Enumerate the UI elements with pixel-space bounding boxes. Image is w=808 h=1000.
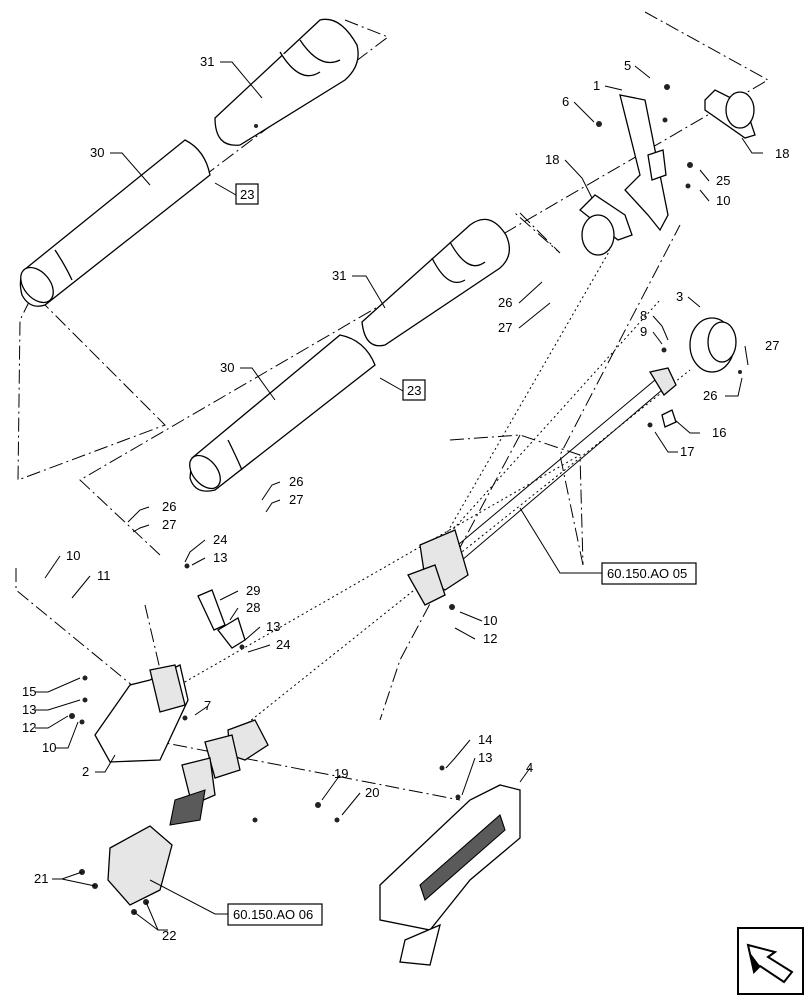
bracket-lower <box>69 664 189 763</box>
callout-5: 5 <box>624 58 631 73</box>
callout-24-upper: 24 <box>213 532 227 547</box>
leader-lines <box>35 61 763 931</box>
callout-2: 2 <box>82 764 89 779</box>
bracket-upper <box>596 84 693 232</box>
callout-1: 1 <box>593 78 600 93</box>
callout-13-upper: 13 <box>213 550 227 565</box>
callout-27-mid: 27 <box>289 492 303 507</box>
assembly-lines <box>15 11 770 801</box>
callout-10-upper: 10 <box>716 193 730 208</box>
callout-25: 25 <box>716 173 730 188</box>
kit-reference-23-upper-label: 23 <box>240 187 254 202</box>
arrow-icon[interactable] <box>737 927 804 995</box>
section-reference-ao06-label: 60.150.AO 06 <box>233 907 313 922</box>
callout-20: 20 <box>365 785 379 800</box>
shield-tube-middle <box>189 218 511 492</box>
callout-17: 17 <box>680 444 694 459</box>
callout-18-right: 18 <box>775 146 789 161</box>
callout-30-middle: 30 <box>220 360 234 375</box>
callout-24-lower: 24 <box>276 637 290 652</box>
callout-15: 15 <box>22 684 36 699</box>
callout-22: 22 <box>162 928 176 943</box>
callout-16: 16 <box>712 425 726 440</box>
callout-4: 4 <box>526 760 533 775</box>
callout-10-shaft: 10 <box>483 613 497 628</box>
kit-reference-23-middle[interactable]: 23 <box>402 379 426 401</box>
guard-4 <box>379 765 521 966</box>
callout-27-left: 27 <box>162 517 176 532</box>
callout-10-bottom: 10 <box>42 740 56 755</box>
callout-26-right: 26 <box>703 388 717 403</box>
callout-12-left: 12 <box>22 720 36 735</box>
callout-10-left: 10 <box>66 548 80 563</box>
callout-14: 14 <box>478 732 492 747</box>
callout-30-upper: 30 <box>90 145 104 160</box>
lower-driveline <box>79 719 340 915</box>
ring-3 <box>661 317 742 374</box>
section-reference-ao05[interactable]: 60.150.AO 05 <box>601 562 697 585</box>
callout-3: 3 <box>676 289 683 304</box>
callout-28: 28 <box>246 600 260 615</box>
kit-reference-23-middle-label: 23 <box>407 383 421 398</box>
callout-27-right: 27 <box>765 338 779 353</box>
callout-29: 29 <box>246 583 260 598</box>
callout-12-shaft: 12 <box>483 631 497 646</box>
drive-shaft <box>407 367 677 610</box>
callout-31-upper: 31 <box>200 54 214 69</box>
callout-6: 6 <box>562 94 569 109</box>
callout-18-left: 18 <box>545 152 559 167</box>
shield-tube-upper <box>19 18 359 307</box>
callout-26-left: 26 <box>162 499 176 514</box>
callout-26-upper: 26 <box>498 295 512 310</box>
section-reference-ao05-label: 60.150.AO 05 <box>607 566 687 581</box>
callout-8: 8 <box>640 308 647 323</box>
callout-13-mid: 13 <box>266 619 280 634</box>
kit-reference-23-upper[interactable]: 23 <box>235 183 259 205</box>
callout-7: 7 <box>204 698 211 713</box>
callout-31-middle: 31 <box>332 268 346 283</box>
callout-labels: 31 30 31 30 5 1 6 18 18 25 10 26 27 3 8 … <box>22 54 789 943</box>
callout-21: 21 <box>34 871 48 886</box>
sensor-assembly <box>184 563 246 650</box>
bearing-housing-18 <box>579 89 756 256</box>
section-reference-ao06[interactable]: 60.150.AO 06 <box>227 903 323 926</box>
callout-9: 9 <box>640 324 647 339</box>
callout-27-upper: 27 <box>498 320 512 335</box>
callout-26-mid: 26 <box>289 474 303 489</box>
callout-13-left: 13 <box>22 702 36 717</box>
callout-19: 19 <box>334 766 348 781</box>
callout-13-right: 13 <box>478 750 492 765</box>
callout-11: 11 <box>97 568 111 583</box>
